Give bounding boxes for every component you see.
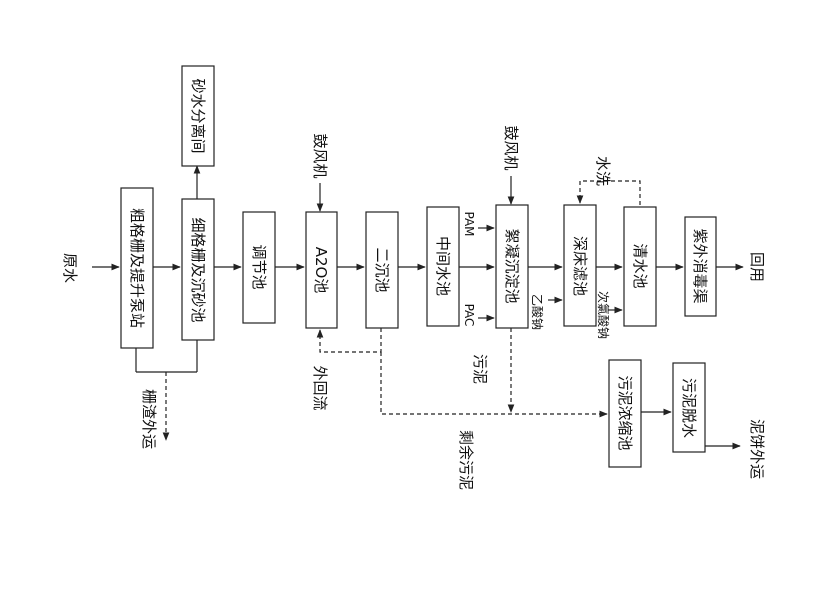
raw-water-label: 原水 (61, 253, 79, 283)
water-wash-label: 水洗 (594, 156, 612, 186)
fine-screen-box (181, 198, 215, 341)
thickener-box (608, 359, 642, 468)
blower2-label: 鼓风机 (502, 125, 520, 170)
reuse-label: 回用 (748, 252, 766, 282)
external-return-line (316, 328, 382, 353)
dewatering-label: 污泥脱水 (680, 378, 698, 438)
coarse-screen-label: 粗格栅及提升泵站 (128, 208, 146, 328)
equalization-box (242, 211, 276, 324)
a2o-label: A2O池 (312, 247, 330, 294)
thickener-label: 污泥浓缩池 (616, 375, 634, 450)
clear-water-label: 清水池 (631, 243, 649, 288)
screenings-label: 栅渣外运 (140, 389, 158, 449)
sludge-label: 污泥 (471, 354, 489, 384)
secondary-clarifier-box (365, 211, 399, 329)
dewatering-box (672, 362, 706, 453)
equalization-label: 调节池 (250, 244, 268, 289)
pac-label: PAC (462, 304, 476, 327)
sand-separator-label: 砂水分离间 (189, 78, 207, 153)
intermediate-label: 中间水池 (434, 236, 452, 296)
uv-channel-box (684, 216, 717, 317)
excess-sludge-line (380, 352, 608, 418)
a2o-box (305, 211, 338, 329)
pam-label: PAM (462, 211, 476, 236)
uv-channel-label: 紫外消毒渠 (691, 228, 709, 303)
coarse-screen-box (120, 187, 154, 349)
cake-label: 泥饼外运 (748, 419, 766, 479)
sand-separator-box (181, 65, 215, 167)
coagulation-label: 絮凝沉淀池 (503, 228, 521, 303)
hypochlorite-label: 次氯酸钠 (596, 291, 611, 339)
water-wash-loop (576, 180, 641, 205)
deep-bed-filter-label: 深床滤池 (571, 236, 589, 296)
secondary-clarifier-label: 二沉池 (373, 247, 391, 292)
fine-screen-label: 细格栅及沉砂池 (189, 217, 207, 322)
blower1-label: 鼓风机 (311, 133, 329, 178)
clear-water-box (623, 206, 657, 327)
coagulation-box (495, 204, 529, 329)
intermediate-box (426, 206, 460, 327)
external-return-label: 外回流 (311, 365, 329, 410)
sodium-acetate-label: 乙酸钠 (530, 294, 545, 330)
deep-bed-filter-box (563, 204, 597, 327)
excess-sludge-label: 剩余污泥 (457, 430, 475, 490)
